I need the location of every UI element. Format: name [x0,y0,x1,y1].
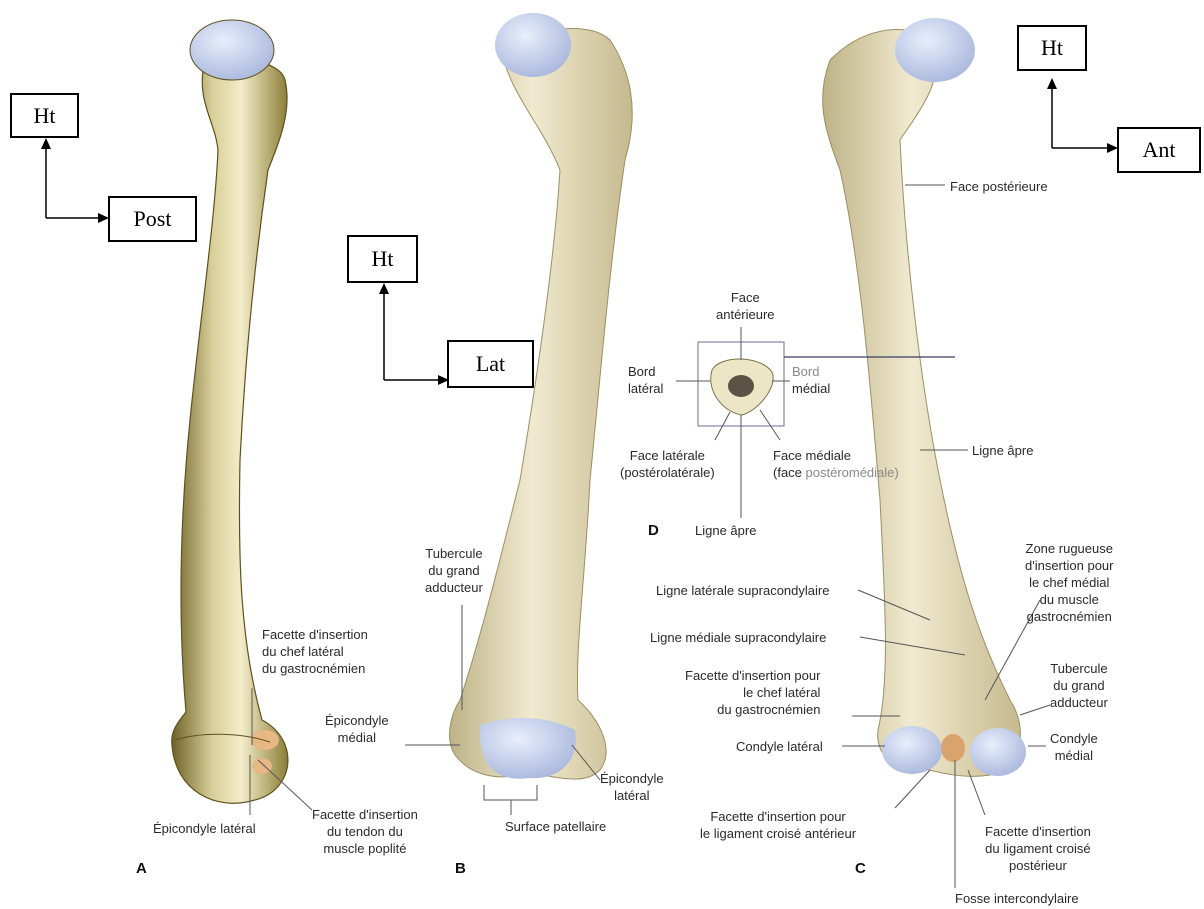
label-epicondyle-medial: Épicondyle médial [325,712,389,746]
label-epicondyle-lateral: Épicondyle latéral [153,820,256,837]
label-face-mediale-line1: Face médiale [773,447,851,464]
label-face-mediale-prefix: (face [773,465,806,480]
label-condyle-medial: Condyle médial [1050,730,1098,764]
label-bord-lateral: Bord latéral [628,363,663,397]
label-ligne-apre-d: Ligne âpre [695,522,756,539]
label-facette-ligament-croise-anterieur: Facette d'insertion pour le ligament cro… [700,808,856,842]
femur-anterior-view [450,13,633,779]
label-bord-medial-line1: Bord [792,363,819,380]
label-fosse-intercondylaire: Fosse intercondylaire [955,890,1079,907]
orientation-label-up: Ht [1017,25,1087,71]
label-face-anterieure: Face antérieure [716,289,775,323]
label-epicondyle-lateral-b: Épicondyle latéral [600,770,664,804]
panel-label-d: D [648,522,659,539]
orientation-label-up: Ht [10,93,79,138]
label-tubercule-grand-adducteur: Tubercule du grand adducteur [425,545,483,596]
panel-label-c: C [855,860,866,877]
label-zone-rugueuse: Zone rugueuse d'insertion pour le chef m… [1025,540,1113,625]
label-facette-ligament-croise-posterieur: Facette d'insertion du ligament croisé p… [985,823,1091,874]
label-surface-patellaire: Surface patellaire [505,818,606,835]
label-face-posteromediale: postéromédiale) [806,465,899,480]
label-facette-gastrocnemien-lateral: Facette d'insertion du chef latéral du g… [262,626,368,677]
label-ligne-mediale-supracondylaire: Ligne médiale supracondylaire [650,629,826,646]
label-facette-chef-lateral: Facette d'insertion pour le chef latéral… [685,667,820,718]
label-ligne-apre-c: Ligne âpre [972,442,1033,459]
femur-posterior-view [823,18,1026,776]
orientation-label-anterior: Ant [1117,127,1201,173]
label-condyle-lateral: Condyle latéral [736,738,823,755]
label-face-mediale-line2: (face postéromédiale) [773,464,899,481]
femur-lateral-view [172,20,288,803]
label-facette-poplite: Facette d'insertion du tendon du muscle … [312,806,418,857]
label-face-laterale: Face latérale (postérolatérale) [620,447,715,481]
panel-label-b: B [455,860,466,877]
orientation-label-up: Ht [347,235,418,283]
orientation-label-posterior: Post [108,196,197,242]
label-bord-medial-line2: médial [792,380,830,397]
panel-label-a: A [136,860,147,877]
label-tubercule-grand-adducteur-c: Tubercule du grand adducteur [1050,660,1108,711]
label-ligne-laterale-supracondylaire: Ligne latérale supracondylaire [656,582,829,599]
label-face-posterieure: Face postérieure [950,178,1048,195]
orientation-label-lateral: Lat [447,340,534,388]
